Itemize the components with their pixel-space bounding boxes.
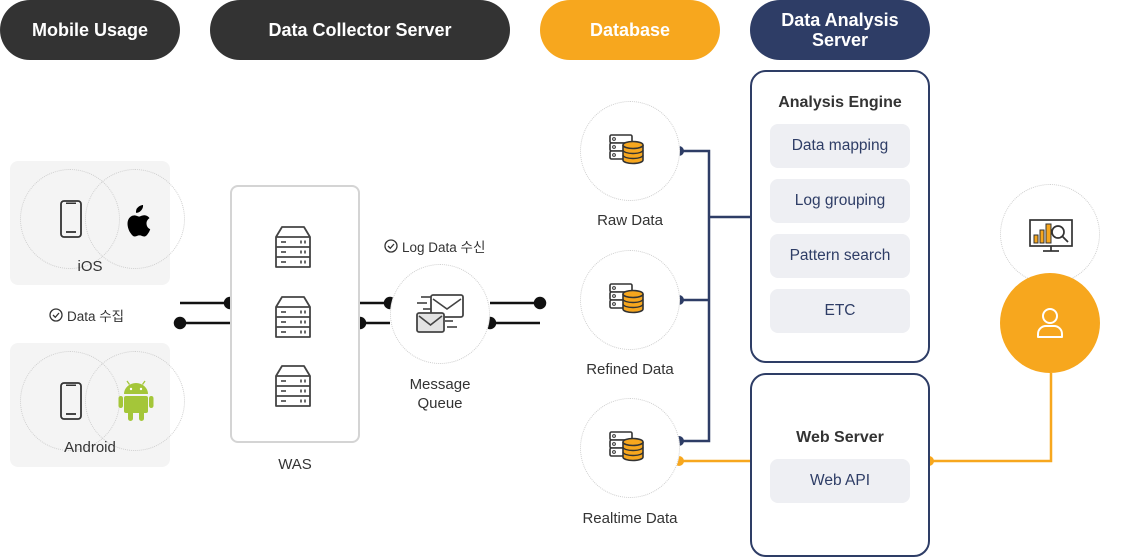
database-icon [609, 134, 644, 165]
user-circle [1000, 273, 1100, 373]
check-circle-icon [49, 308, 63, 322]
log-receive-text: Log Data 수신 [402, 240, 486, 255]
engine-item-data-mapping: Data mapping [770, 124, 910, 168]
web-server-box: Web Server Web API [750, 373, 930, 557]
apple-icon [127, 205, 151, 237]
header-analysis-line2: Server [811, 30, 869, 50]
analytics-monitor-icon [1029, 219, 1073, 252]
ios-label: iOS [77, 258, 103, 275]
message-queue-circle [390, 264, 490, 364]
realtime-to-web-connector [679, 373, 1053, 463]
header-database-label: Database [589, 20, 671, 40]
header-data-collector-server: Data Collector Server [210, 0, 510, 60]
server-icon [275, 296, 311, 338]
check-circle-icon [384, 239, 398, 253]
data-collect-text: Data 수집 [67, 309, 125, 324]
header-data-analysis-server: Data Analysis Server [750, 0, 930, 60]
server-icon [275, 365, 311, 407]
mobile-to-was-connector [173, 296, 237, 330]
database-icon [609, 283, 644, 314]
web-server-title: Web Server [796, 429, 884, 446]
android-group: Android [10, 343, 185, 467]
was-to-queue-connector [353, 296, 397, 330]
engine-item-label: Data mapping [791, 137, 889, 154]
realtime-data-circle [580, 398, 680, 498]
message-queue-label-line1: Message [409, 376, 471, 393]
refined-data-circle [580, 250, 680, 350]
envelopes-icon [416, 294, 464, 333]
engine-item-pattern-search: Pattern search [770, 234, 910, 278]
android-label: Android [64, 439, 116, 456]
header-data-collector-label: Data Collector Server [268, 20, 452, 40]
realtime-data-label: Realtime Data [582, 510, 678, 527]
queue-to-database-connector [483, 296, 547, 330]
was-box [230, 185, 360, 443]
smartphone-icon [60, 382, 82, 420]
header-database: Database [540, 0, 720, 60]
android-logo-circle [85, 351, 185, 451]
engine-item-log-grouping: Log grouping [770, 179, 910, 223]
engine-item-etc: ETC [770, 289, 910, 333]
web-item-label: Web API [809, 472, 871, 489]
header-analysis-line1: Data Analysis [781, 10, 899, 30]
web-item-web-api: Web API [770, 459, 910, 503]
server-icon [275, 226, 311, 268]
engine-item-label: Pattern search [789, 247, 891, 264]
header-mobile-usage-label: Mobile Usage [31, 20, 149, 40]
header-mobile-usage: Mobile Usage [0, 0, 180, 60]
data-collect-label: Data 수집 [49, 305, 124, 325]
message-queue-label: Message Queue [390, 375, 490, 413]
database-to-analysis-connector [679, 149, 750, 443]
android-icon [118, 380, 154, 421]
raw-data-label: Raw Data [597, 212, 663, 229]
refined-data-label: Refined Data [586, 361, 674, 378]
smartphone-icon [60, 200, 82, 238]
message-queue-label-line2: Queue [417, 395, 463, 412]
raw-data-circle [580, 101, 680, 201]
engine-item-label: ETC [824, 302, 856, 319]
engine-item-label: Log grouping [794, 192, 886, 209]
database-icon [609, 431, 644, 462]
ios-apple-circle [85, 169, 185, 269]
was-label: WAS [278, 456, 312, 473]
ios-group: iOS [10, 161, 185, 285]
analysis-engine-title: Analysis Engine [778, 94, 902, 111]
user-icon [1037, 308, 1063, 338]
dashboard-circle [1000, 184, 1100, 284]
log-receive-label: Log Data 수신 [384, 236, 485, 256]
analysis-engine-box: Analysis Engine Data mapping Log groupin… [750, 70, 930, 363]
